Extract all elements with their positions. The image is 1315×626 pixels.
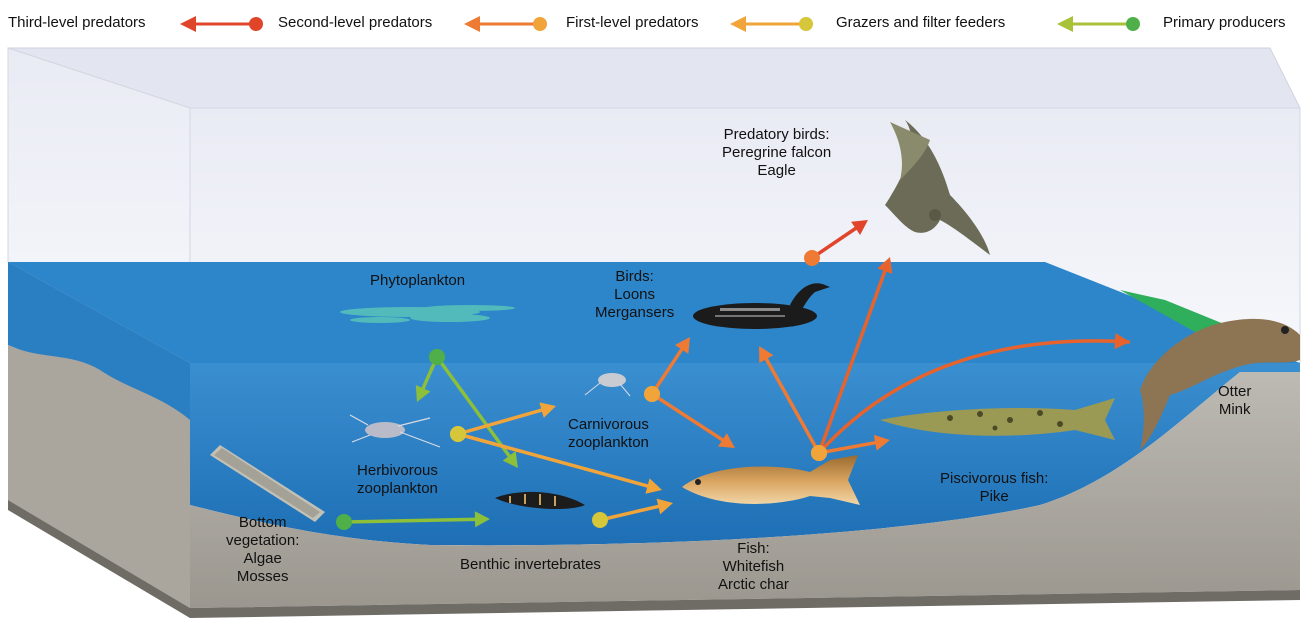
label-line: Mink [1218, 401, 1251, 419]
label-line: Otter [1218, 383, 1251, 401]
label-predatory-birds: Predatory birds: Peregrine falcon Eagle [722, 126, 831, 180]
label-line: Pike [940, 488, 1048, 506]
label-line: Predatory birds: [722, 126, 831, 144]
label-line: zooplankton [357, 480, 438, 498]
label-line: Birds: [595, 268, 674, 286]
label-line: zooplankton [568, 434, 649, 452]
label-herbivorous-zooplankton: Herbivorous zooplankton [357, 462, 438, 498]
label-line: Mosses [226, 568, 299, 586]
label-line: Mergansers [595, 304, 674, 322]
legend-label-first-level: First-level predators [566, 14, 699, 31]
label-fish: Fish: Whitefish Arctic char [718, 540, 789, 594]
label-line: Bottom [226, 514, 299, 532]
legend-arrow-second-level [462, 12, 552, 36]
label-pike: Piscivorous fish: Pike [940, 470, 1048, 506]
legend-label-third-level: Third-level predators [8, 14, 146, 31]
label-line: Carnivorous [568, 416, 649, 434]
label-phytoplankton: Phytoplankton [370, 272, 465, 290]
label-line: Whitefish [718, 558, 789, 576]
legend-arrow-third-level [178, 12, 268, 36]
legend-label-second-level: Second-level predators [278, 14, 432, 31]
label-line: Peregrine falcon [722, 144, 831, 162]
label-birds: Birds: Loons Mergansers [595, 268, 674, 322]
label-bottom-vegetation: Bottom vegetation: Algae Mosses [226, 514, 299, 586]
label-line: Arctic char [718, 576, 789, 594]
legend: Third-level predators Second-level preda… [0, 0, 1315, 50]
label-line: Loons [595, 286, 674, 304]
label-line: vegetation: [226, 532, 299, 550]
label-carnivorous-zooplankton: Carnivorous zooplankton [568, 416, 649, 452]
label-benthic-invertebrates: Benthic invertebrates [460, 556, 601, 574]
legend-label-grazers: Grazers and filter feeders [836, 14, 1005, 31]
label-line: Piscivorous fish: [940, 470, 1048, 488]
label-line: Algae [226, 550, 299, 568]
legend-arrow-grazers [1055, 12, 1145, 36]
label-otter-mink: Otter Mink [1218, 383, 1251, 419]
legend-label-primary-producers: Primary producers [1163, 14, 1286, 31]
label-line: Fish: [718, 540, 789, 558]
label-line: Herbivorous [357, 462, 438, 480]
legend-arrow-first-level [728, 12, 818, 36]
label-line: Eagle [722, 162, 831, 180]
